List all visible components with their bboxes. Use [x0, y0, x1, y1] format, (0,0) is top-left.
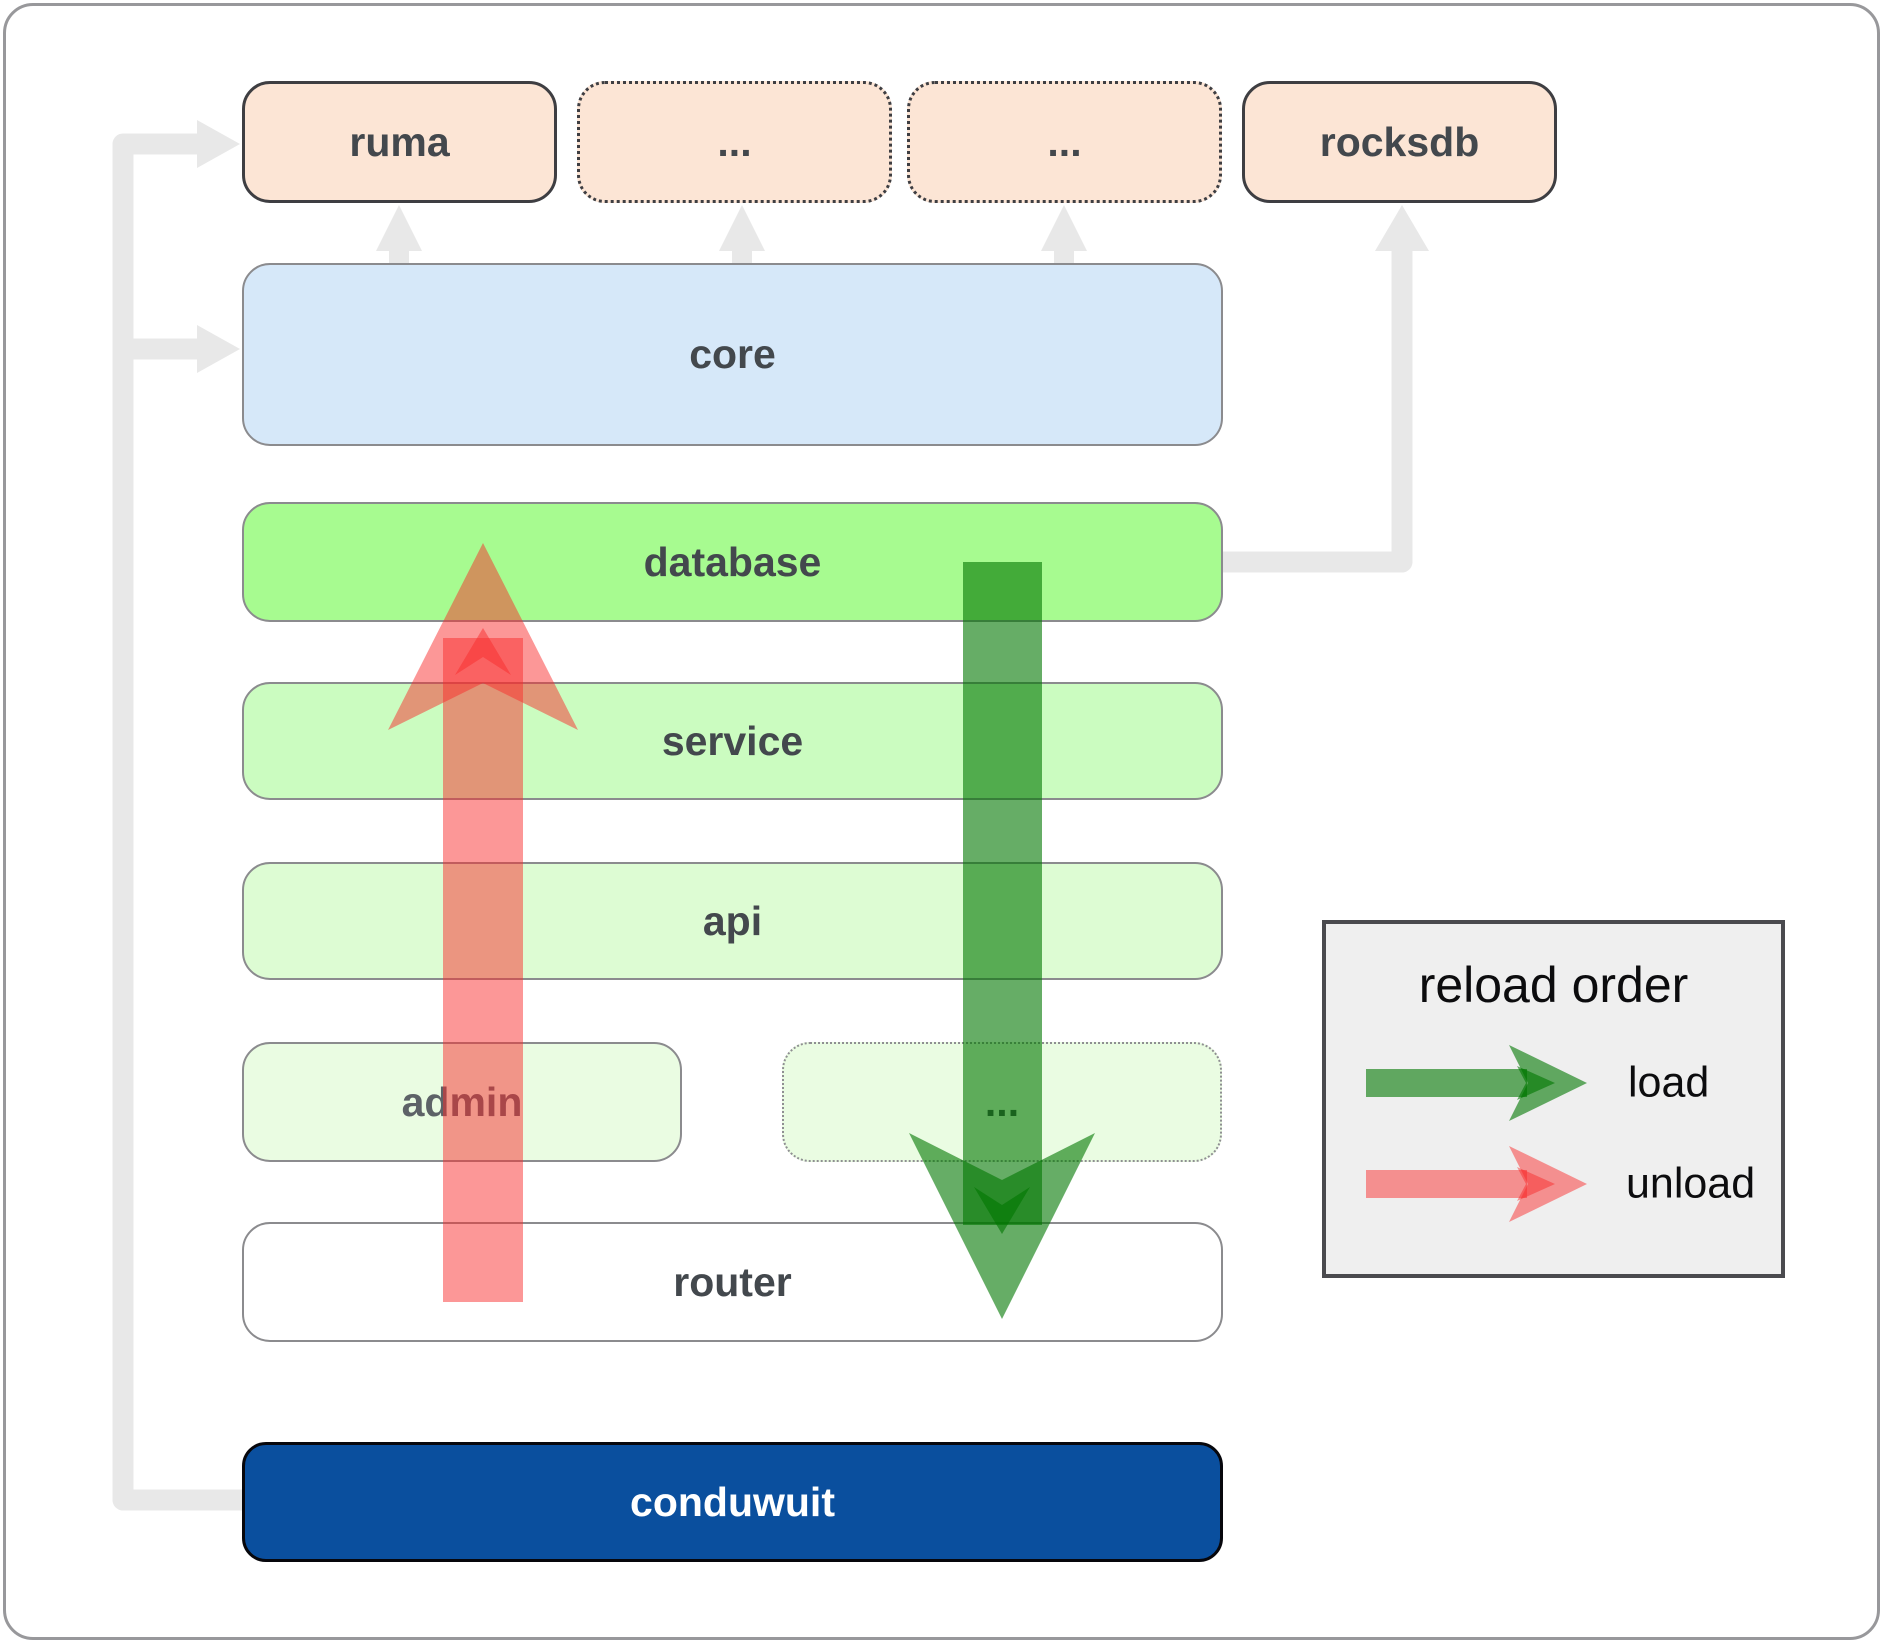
node-api: api [242, 862, 1223, 980]
node-router-label: router [673, 1258, 792, 1305]
node-router: router [242, 1222, 1223, 1342]
diagram-frame [3, 3, 1880, 1640]
node-ruma-label: ruma [349, 118, 450, 165]
node-database: database [242, 502, 1223, 622]
node-ellipsis-top-1-label: ... [717, 118, 752, 165]
node-rocksdb-label: rocksdb [1319, 118, 1480, 165]
node-core-label: core [689, 331, 776, 377]
node-ellipsis-mid: ... [782, 1042, 1222, 1162]
node-ellipsis-top-1: ... [577, 81, 892, 203]
node-core: core [242, 263, 1223, 446]
node-ellipsis-top-2-label: ... [1047, 118, 1082, 165]
legend-unload-arrow-icon [1366, 1146, 1587, 1222]
node-conduwuit: conduwuit [242, 1442, 1223, 1562]
node-admin-label: admin [401, 1078, 523, 1125]
legend-unload-label: unload [1626, 1159, 1756, 1208]
legend: reload order load unload [1322, 920, 1785, 1278]
legend-load-label: load [1628, 1058, 1710, 1107]
node-service: service [242, 682, 1223, 800]
node-ellipsis-top-2: ... [907, 81, 1222, 203]
legend-title: reload order [1418, 957, 1689, 1013]
node-ellipsis-mid-label: ... [984, 1078, 1020, 1125]
node-conduwuit-label: conduwuit [630, 1478, 835, 1525]
legend-load-arrow-icon [1366, 1045, 1587, 1121]
node-service-label: service [661, 717, 804, 764]
node-admin: admin [242, 1042, 682, 1162]
node-rocksdb: rocksdb [1242, 81, 1557, 203]
node-database-label: database [643, 538, 822, 585]
node-api-label: api [702, 897, 763, 944]
node-ruma: ruma [242, 81, 557, 203]
